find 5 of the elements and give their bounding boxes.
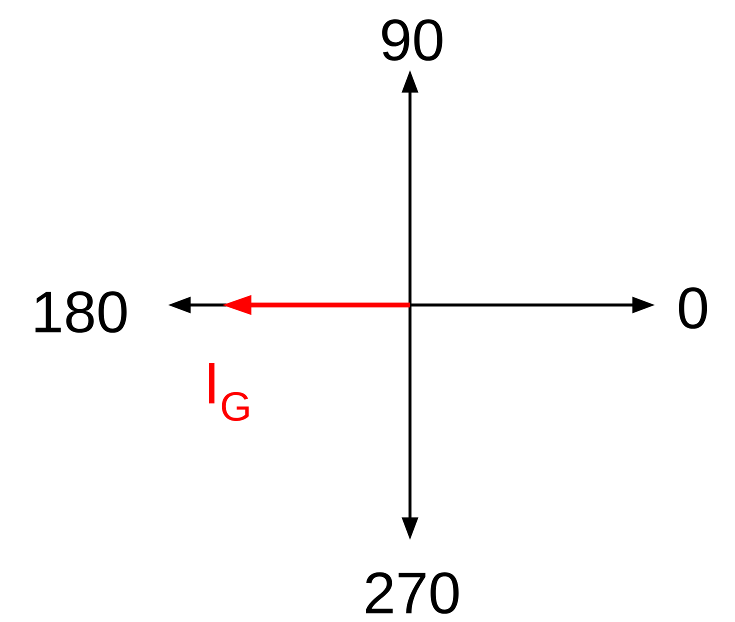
axis-label: 90 (382, 19, 442, 61)
phasor-label: I$_{G}$ (208, 363, 249, 421)
axis-label: 270 (366, 572, 459, 614)
axis-label: 0 (679, 287, 708, 329)
axis-label: 180 (36, 291, 127, 333)
